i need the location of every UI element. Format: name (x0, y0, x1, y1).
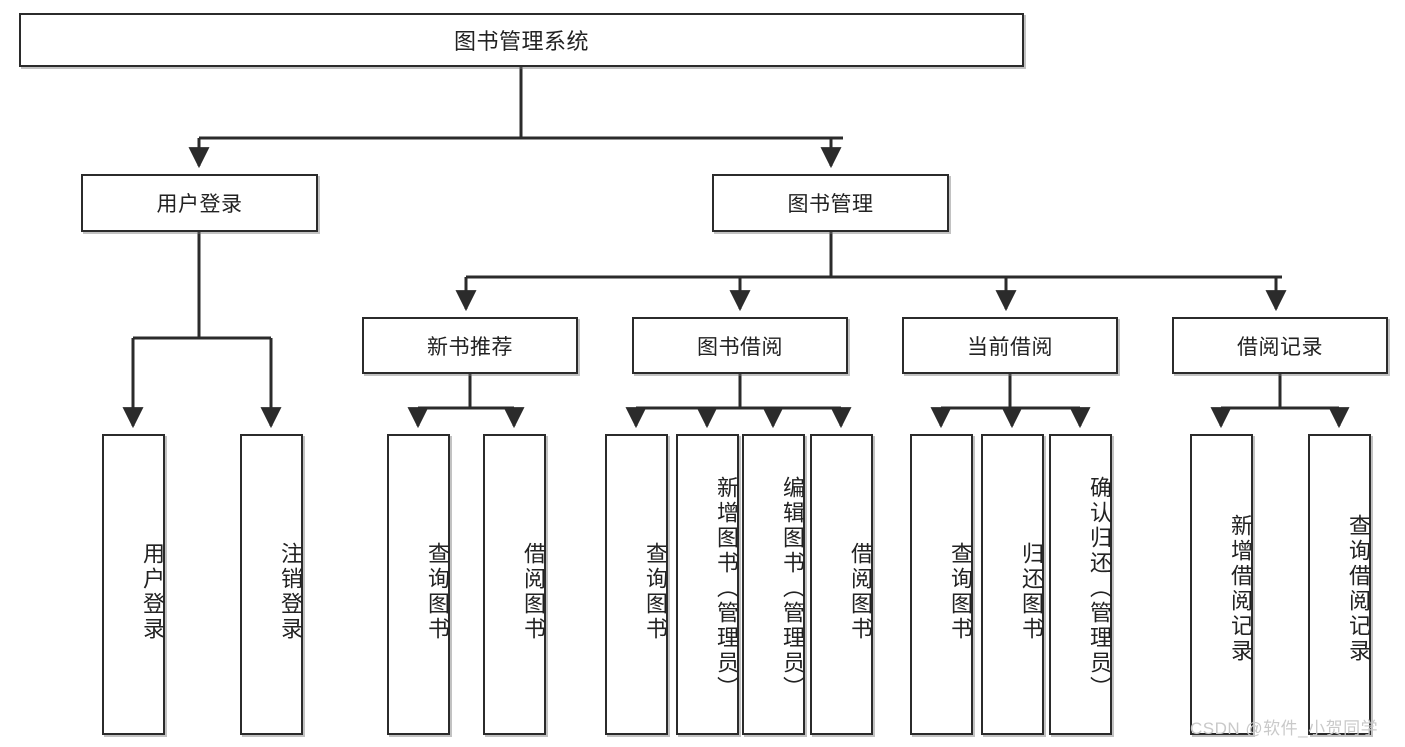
csdn-watermark: CSDN @软件_小贺同学 (1190, 719, 1379, 738)
node-book-borrowing[interactable]: 图书借阅 (632, 317, 848, 374)
node-book-management-system[interactable]: 图书管理系统 (19, 13, 1024, 67)
node-new-book-recommendation[interactable]: 新书推荐 (362, 317, 578, 374)
node-leaf-return-book[interactable]: 归还图书 (981, 434, 1044, 735)
node-leaf-query-borrow-record[interactable]: 查询借阅记录 (1308, 434, 1371, 735)
node-leaf-query-book-current[interactable]: 查询图书 (910, 434, 973, 735)
node-leaf-edit-book-admin[interactable]: 编辑图书（管理员） (742, 434, 805, 735)
node-book-management[interactable]: 图书管理 (712, 174, 949, 232)
node-leaf-add-book-admin[interactable]: 新增图书（管理员） (676, 434, 739, 735)
node-leaf-add-borrow-record[interactable]: 新增借阅记录 (1190, 434, 1253, 735)
node-leaf-borrow-book-recommend[interactable]: 借阅图书 (483, 434, 546, 735)
node-borrowing-record[interactable]: 借阅记录 (1172, 317, 1388, 374)
node-leaf-logout[interactable]: 注销登录 (240, 434, 303, 735)
node-current-borrowing[interactable]: 当前借阅 (902, 317, 1118, 374)
node-leaf-borrow-book[interactable]: 借阅图书 (810, 434, 873, 735)
node-leaf-user-login[interactable]: 用户登录 (102, 434, 165, 735)
node-leaf-query-book-recommend[interactable]: 查询图书 (387, 434, 450, 735)
node-leaf-confirm-return-admin[interactable]: 确认归还（管理员） (1049, 434, 1112, 735)
node-leaf-query-book-borrow[interactable]: 查询图书 (605, 434, 668, 735)
node-user-login[interactable]: 用户登录 (81, 174, 318, 232)
